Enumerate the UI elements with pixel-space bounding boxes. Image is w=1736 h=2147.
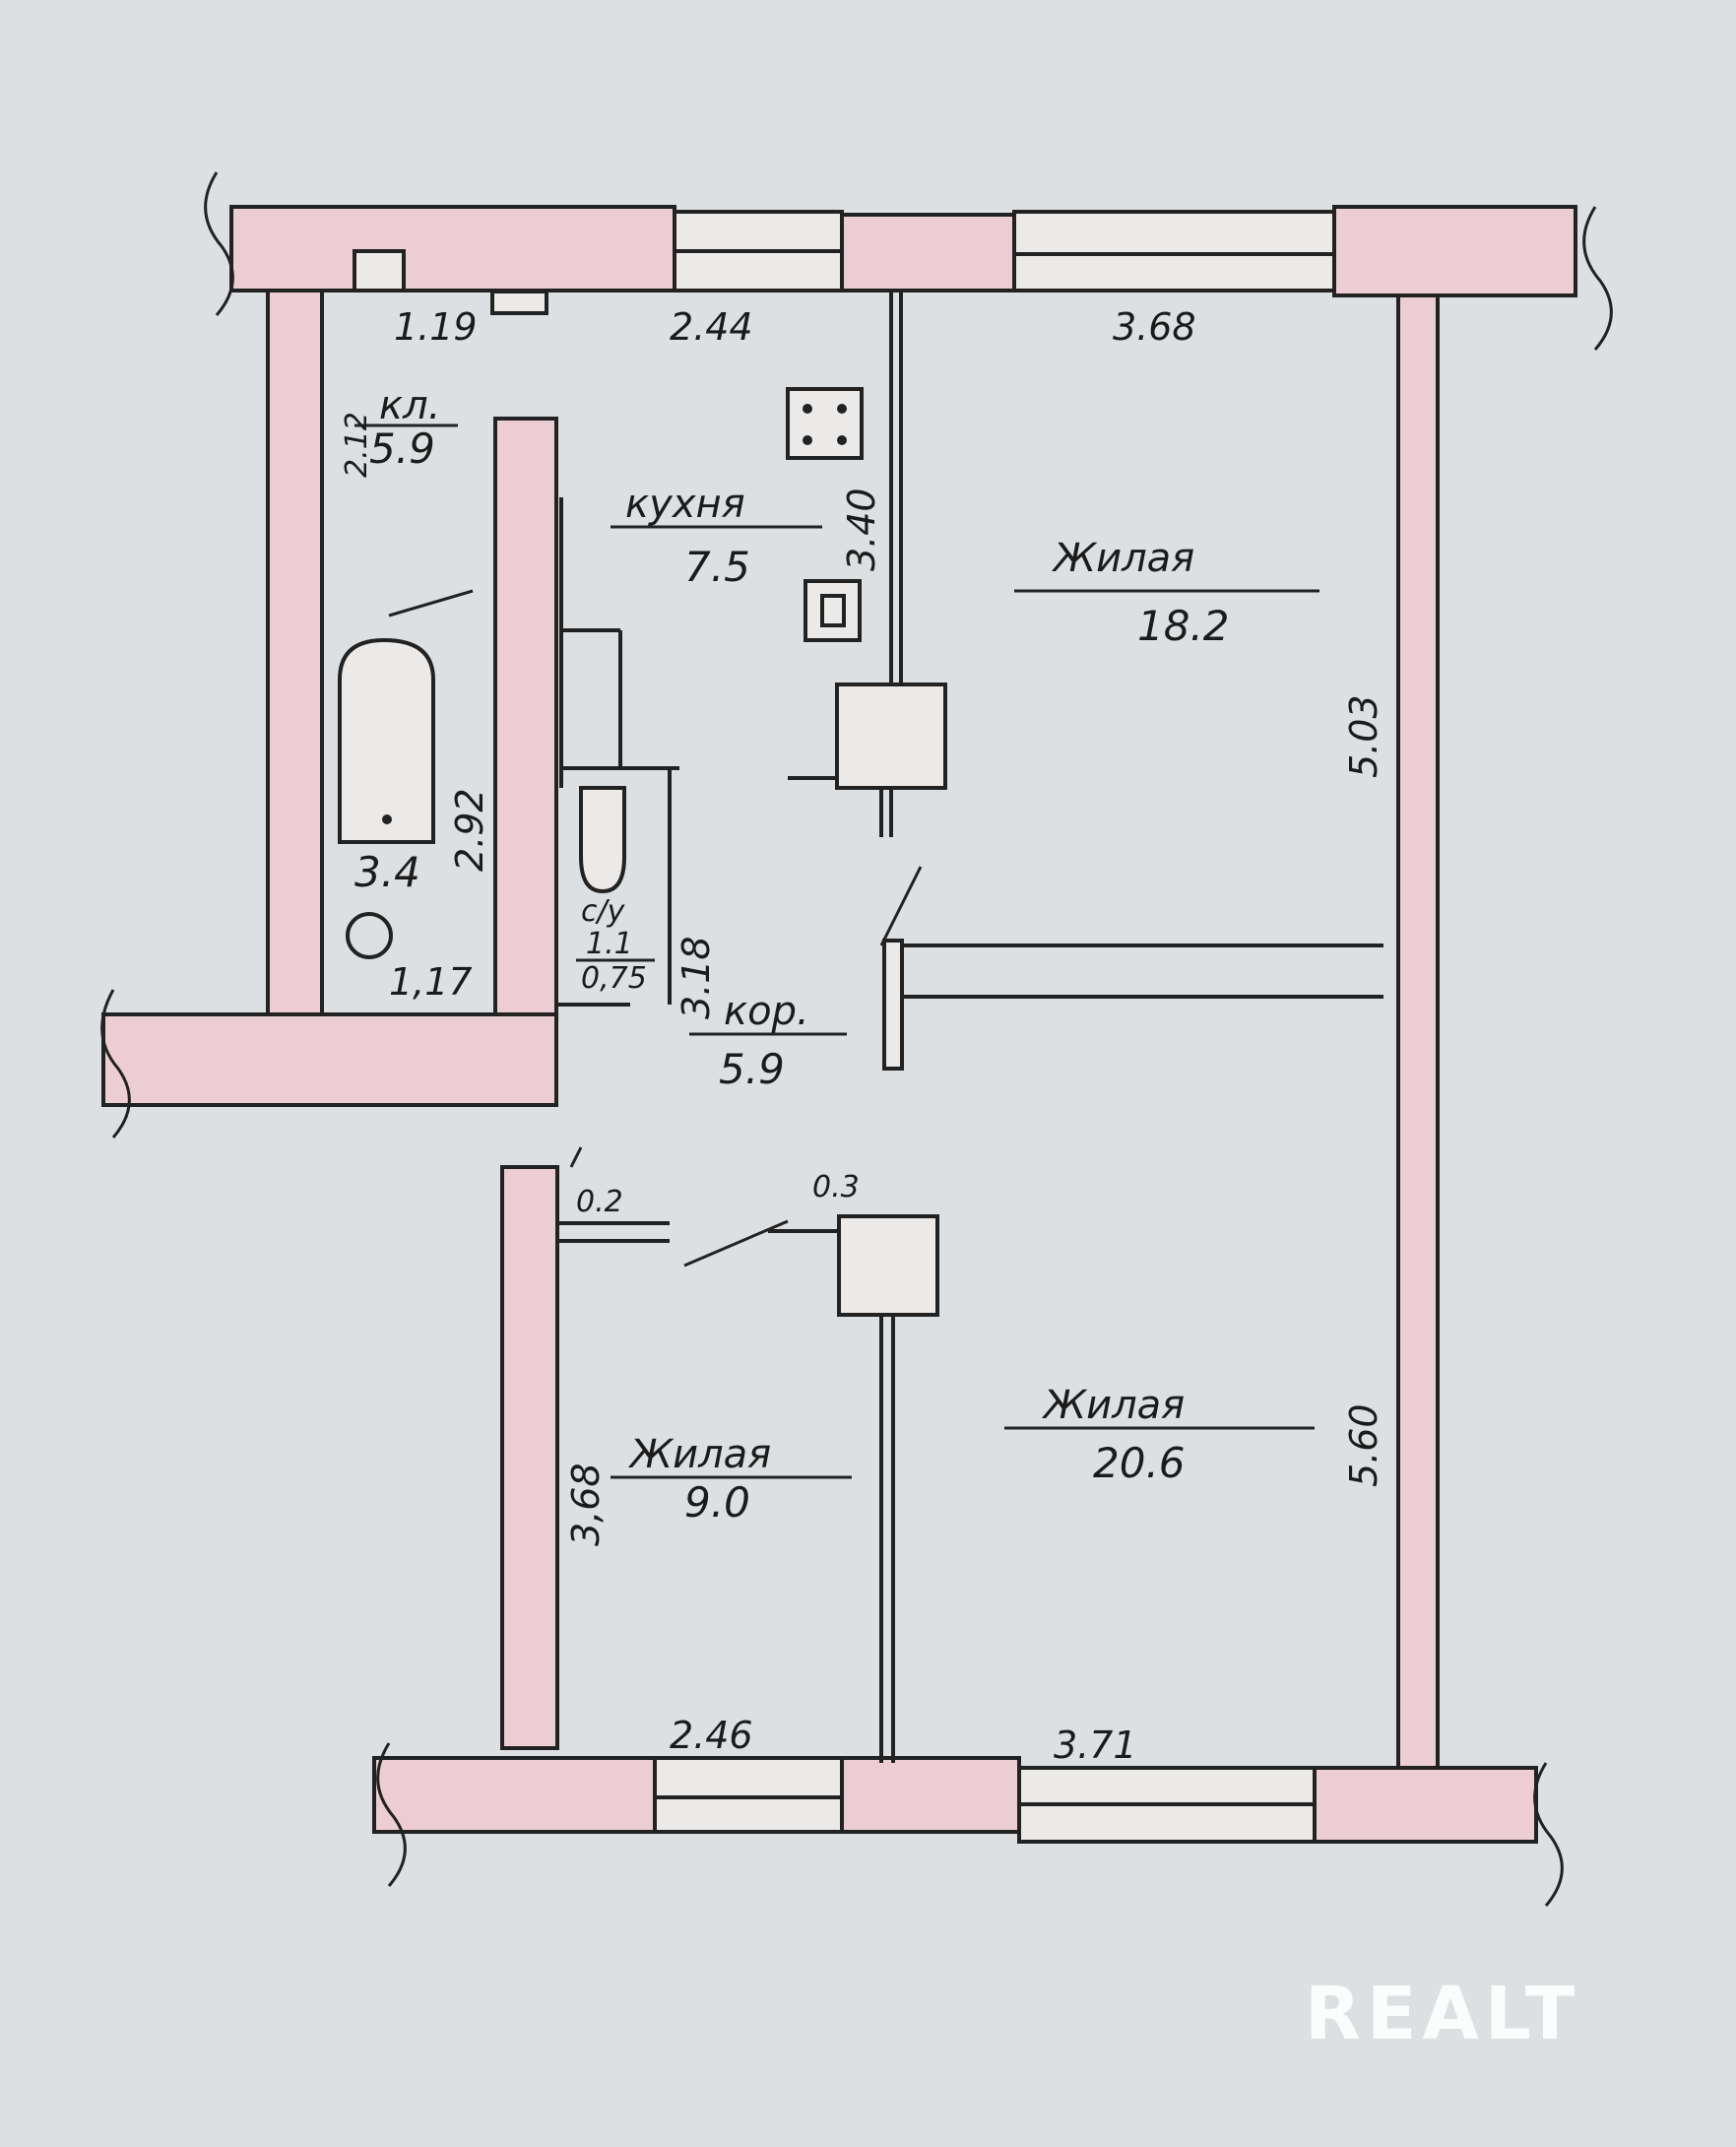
- wall-bottom-mid: [840, 1756, 1021, 1834]
- wall-bottom-left-inner: [500, 1165, 559, 1750]
- kitchen-name: кухня: [625, 482, 745, 527]
- living-top-dim: 5.03: [1342, 694, 1385, 778]
- wc-dim: 0,75: [581, 961, 647, 996]
- kitchen-area: 7.5: [684, 543, 750, 591]
- bath-dim-w: 1,17: [389, 960, 473, 1004]
- pantry-name: кл.: [379, 383, 440, 428]
- window-top-2: [1012, 210, 1336, 293]
- pantry-area: 5.9: [369, 424, 435, 473]
- bath-area: 3.4: [354, 848, 420, 896]
- wall-left: [266, 289, 324, 1016]
- wall-bath-bottom: [101, 1012, 558, 1107]
- corridor-area: 5.9: [719, 1045, 785, 1093]
- dim-top-3: 3.68: [1113, 305, 1196, 349]
- dim-top-1: 1.19: [394, 305, 478, 349]
- wall-dimensions: 1.19 2.44 3.68 2.46 3.71: [394, 305, 1196, 1767]
- wall-bath-partition: [493, 417, 558, 1016]
- wall-top-left: [229, 205, 676, 293]
- wall-right: [1396, 293, 1440, 1770]
- living-top-name: Жилая: [1051, 536, 1194, 581]
- closet-1: 0.2: [576, 1185, 623, 1219]
- room-labels: кл. 5.9 2.12 кухня 7.5 3.40 Жилая 18.2 5…: [340, 383, 1385, 1546]
- dim-bottom-2: 3.71: [1054, 1724, 1137, 1767]
- window-bottom-1: [653, 1756, 844, 1834]
- toilet-icon: [579, 786, 626, 894]
- closet-2: 0.3: [812, 1170, 860, 1204]
- fixtures: [338, 387, 947, 1317]
- vent-box: [490, 290, 548, 315]
- living-top-area: 18.2: [1137, 602, 1230, 650]
- wc-area: 1.1: [586, 927, 633, 961]
- pantry-dim: 2.12: [340, 412, 374, 478]
- wall-bottom-left: [372, 1756, 657, 1834]
- corridor-name: кор.: [724, 989, 809, 1034]
- living-small-area: 9.0: [684, 1478, 750, 1527]
- living-small-dim: 3,68: [564, 1463, 608, 1546]
- wall-bottom-right: [1313, 1766, 1538, 1844]
- corridor-dim: 3.18: [675, 936, 718, 1019]
- bathtub-icon: [338, 637, 435, 844]
- wall-top-mid: [840, 213, 1016, 293]
- washbasin-icon: [346, 912, 393, 959]
- wall-top-right: [1332, 205, 1577, 297]
- dim-bottom-1: 2.46: [670, 1714, 753, 1757]
- stove-block-top: [835, 683, 947, 790]
- vent-shaft: [353, 249, 406, 293]
- living-small-name: Жилая: [627, 1432, 771, 1477]
- living-big-name: Жилая: [1041, 1383, 1185, 1428]
- stove-icon: [786, 387, 864, 460]
- dim-top-2: 2.44: [670, 305, 753, 349]
- watermark-logo: REALT: [1305, 1972, 1580, 2056]
- kitchen-dim: 3.40: [840, 488, 883, 571]
- living-big-dim: 5.60: [1342, 1403, 1385, 1487]
- walls: [100, 171, 1613, 1907]
- wc-name: с/у: [581, 894, 626, 929]
- living-big-area: 20.6: [1093, 1439, 1186, 1487]
- bath-dim-h: 2.92: [448, 788, 491, 872]
- stove-block-bottom: [837, 1214, 939, 1317]
